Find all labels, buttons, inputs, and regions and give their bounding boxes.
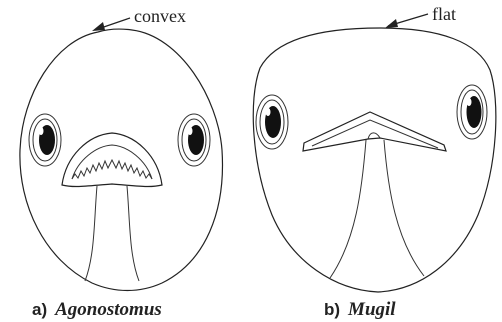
agonostomus-isthmus: [85, 186, 139, 281]
convex-annotation: convex: [92, 6, 186, 31]
mugil-left-eye: [256, 95, 288, 149]
mugil-head: [253, 28, 496, 292]
mugil-mouth: [303, 112, 446, 151]
agonostomus-head-outline: [20, 29, 223, 291]
agonostomus-left-eye: [29, 114, 61, 166]
agonostomus-head: [20, 29, 223, 291]
caption-a-letter: a): [32, 300, 47, 319]
mugil-right-eye: [457, 85, 487, 139]
caption-b-genus: Mugil: [347, 299, 396, 320]
caption-a-genus: Agonostomus: [54, 299, 162, 320]
agonostomus-mouth: [62, 133, 162, 187]
caption-b-letter: b): [324, 300, 340, 319]
flat-annotation: flat: [385, 4, 456, 28]
agonostomus-right-eye: [178, 114, 210, 166]
convex-label: convex: [134, 6, 186, 26]
mugil-head-outline: [253, 28, 496, 292]
mugil-isthmus: [330, 140, 424, 278]
caption-b: b) Mugil: [324, 299, 396, 320]
flat-label: flat: [432, 4, 456, 24]
caption-a: a) Agonostomus: [32, 299, 162, 320]
